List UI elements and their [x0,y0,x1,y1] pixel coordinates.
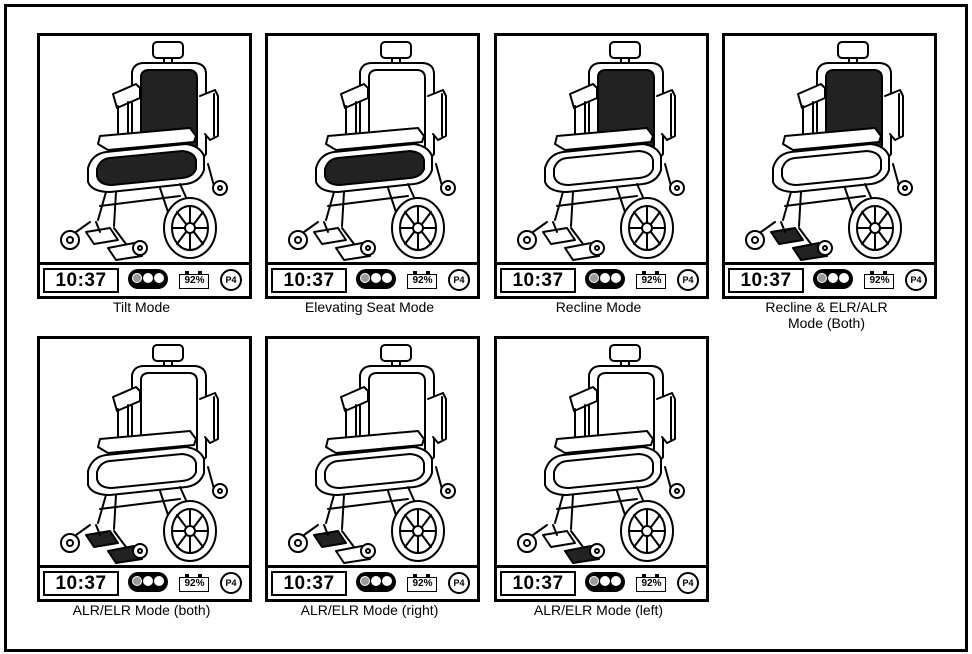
foot-left-highlight [86,228,118,244]
controller-screen: 10:37 92% P4 [265,336,480,602]
foot-left-highlight [314,531,346,547]
controller-screen: 10:37 92% P4 [494,33,709,299]
controller-screen: 10:37 92% P4 [265,33,480,299]
wheelchair-icon [40,339,249,565]
clock-display: 10:37 [43,571,119,596]
battery-icon: 92% [179,271,209,288]
clock-display: 10:37 [43,268,119,293]
controller-screen: 10:37 92% P4 [722,33,937,299]
mode-caption: Elevating Seat Mode [265,299,474,315]
battery-icon: 92% [636,574,666,591]
wheelchair-icon [497,339,706,565]
status-bar: 10:37 92% P4 [497,565,706,599]
battery-icon: 92% [864,271,894,288]
three-dot-mode-indicator-icon [128,572,168,592]
battery-level: 92% [636,578,667,590]
wheelchair-icon [40,36,249,262]
status-bar: 10:37 92% P4 [268,262,477,296]
battery-icon: 92% [407,271,437,288]
foot-left-highlight [543,531,575,547]
mode-caption: ALR/ELR Mode (right) [265,602,474,618]
profile-badge: P4 [677,269,699,291]
wheelchair-icon [268,339,477,565]
status-bar: 10:37 92% P4 [40,565,249,599]
battery-level: 92% [407,275,438,287]
battery-icon: 92% [636,271,666,288]
battery-level: 92% [864,275,895,287]
wheelchair-icon [725,36,934,262]
status-bar: 10:37 92% P4 [497,262,706,296]
three-dot-mode-indicator-icon [356,572,396,592]
profile-badge: P4 [677,572,699,594]
clock-display: 10:37 [271,571,347,596]
profile-badge: P4 [220,572,242,594]
mode-caption: Recline Mode [494,299,703,315]
clock-display: 10:37 [500,268,576,293]
profile-badge: P4 [905,269,927,291]
three-dot-mode-indicator-icon [356,269,396,289]
controller-screen: 10:37 92% P4 [37,33,252,299]
controller-screen: 10:37 92% P4 [494,336,709,602]
foot-left-highlight [314,228,346,244]
status-bar: 10:37 92% P4 [40,262,249,296]
foot-left-highlight [771,228,803,244]
three-dot-mode-indicator-icon [585,572,625,592]
battery-level: 92% [179,578,210,590]
clock-display: 10:37 [728,268,804,293]
battery-icon: 92% [179,574,209,591]
status-bar: 10:37 92% P4 [725,262,934,296]
mode-caption: Tilt Mode [37,299,246,315]
battery-level: 92% [407,578,438,590]
profile-badge: P4 [448,269,470,291]
controller-screen: 10:37 92% P4 [37,336,252,602]
wheelchair-icon [497,36,706,262]
battery-level: 92% [636,275,667,287]
foot-left-highlight [86,531,118,547]
status-bar: 10:37 92% P4 [268,565,477,599]
mode-caption: ALR/ELR Mode (both) [37,602,246,618]
three-dot-mode-indicator-icon [585,269,625,289]
clock-display: 10:37 [500,571,576,596]
foot-left-highlight [543,228,575,244]
profile-badge: P4 [448,572,470,594]
battery-level: 92% [179,275,210,287]
three-dot-mode-indicator-icon [813,269,853,289]
clock-display: 10:37 [271,268,347,293]
mode-caption: ALR/ELR Mode (left) [494,602,703,618]
three-dot-mode-indicator-icon [128,269,168,289]
profile-badge: P4 [220,269,242,291]
wheelchair-icon [268,36,477,262]
battery-icon: 92% [407,574,437,591]
